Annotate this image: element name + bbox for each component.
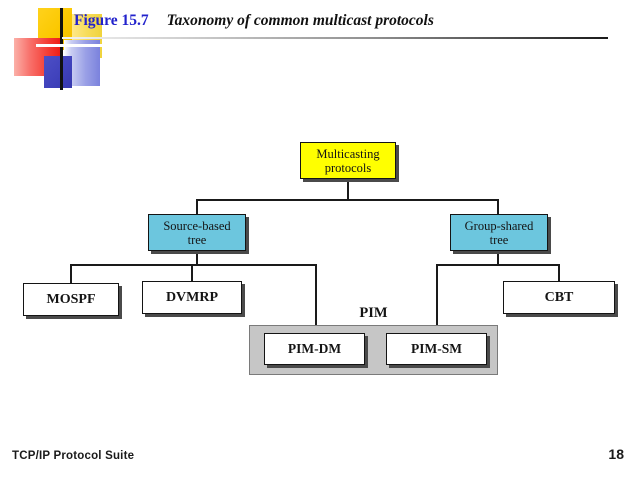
footer-title: TCP/IP Protocol Suite xyxy=(12,450,135,462)
connector-dvmrp-down xyxy=(191,264,193,282)
node-multicasting-protocols-line2: protocols xyxy=(324,160,372,175)
node-group-shared-tree[interactable]: Group-shared tree xyxy=(450,214,548,251)
node-cbt-label: CBT xyxy=(544,289,574,305)
node-group-shared-tree-label: Group-shared tree xyxy=(465,219,534,247)
node-cbt[interactable]: CBT xyxy=(503,281,615,314)
connector-group-shared-down xyxy=(497,199,499,215)
logo-blue-rect xyxy=(44,56,72,88)
publisher-logo xyxy=(14,8,106,90)
connector-root-down xyxy=(347,179,349,201)
header-divider xyxy=(62,37,608,39)
figure-heading: Figure 15.7 Taxonomy of common multicast … xyxy=(74,8,434,34)
node-group-shared-tree-line2: tree xyxy=(489,232,509,247)
connector-group-children-bar xyxy=(436,264,560,266)
pim-group-label: PIM xyxy=(359,305,388,321)
node-source-based-tree-line1: Source-based xyxy=(163,218,231,233)
node-pim-dm-label: PIM-DM xyxy=(287,341,342,357)
figure-number: Figure 15.7 xyxy=(74,12,149,29)
node-pim-dm[interactable]: PIM-DM xyxy=(264,333,365,365)
footer-page-number: 18 xyxy=(608,446,624,462)
logo-vertical-bar xyxy=(60,8,63,90)
figure-caption: Taxonomy of common multicast protocols xyxy=(166,12,434,29)
node-source-based-tree-line2: tree xyxy=(187,232,207,247)
connector-mospf-down xyxy=(70,264,72,284)
node-multicasting-protocols-line1: Multicasting xyxy=(316,146,380,161)
connector-pim-sm-down xyxy=(436,264,438,334)
node-pim-sm-label: PIM-SM xyxy=(411,341,462,357)
node-multicasting-protocols-label: Multicasting protocols xyxy=(316,147,379,175)
node-group-shared-tree-line1: Group-shared xyxy=(464,218,534,233)
connector-source-based-stem xyxy=(196,251,198,265)
logo-horizontal-bar xyxy=(36,44,106,47)
node-multicasting-protocols[interactable]: Multicasting protocols xyxy=(300,142,396,179)
node-source-based-tree-label: Source-based tree xyxy=(163,219,230,247)
connector-pim-dm-down xyxy=(315,264,317,334)
node-pim-sm[interactable]: PIM-SM xyxy=(386,333,487,365)
node-mospf[interactable]: MOSPF xyxy=(23,283,119,316)
connector-group-shared-stem xyxy=(497,251,499,265)
connector-source-based-down xyxy=(196,199,198,215)
node-dvmrp[interactable]: DVMRP xyxy=(142,281,242,314)
node-dvmrp-label: DVMRP xyxy=(165,289,219,305)
connector-source-children-bar xyxy=(70,264,317,266)
connector-level2-bar xyxy=(196,199,499,201)
connector-cbt-down xyxy=(558,264,560,282)
node-mospf-label: MOSPF xyxy=(46,291,96,307)
node-source-based-tree[interactable]: Source-based tree xyxy=(148,214,246,251)
